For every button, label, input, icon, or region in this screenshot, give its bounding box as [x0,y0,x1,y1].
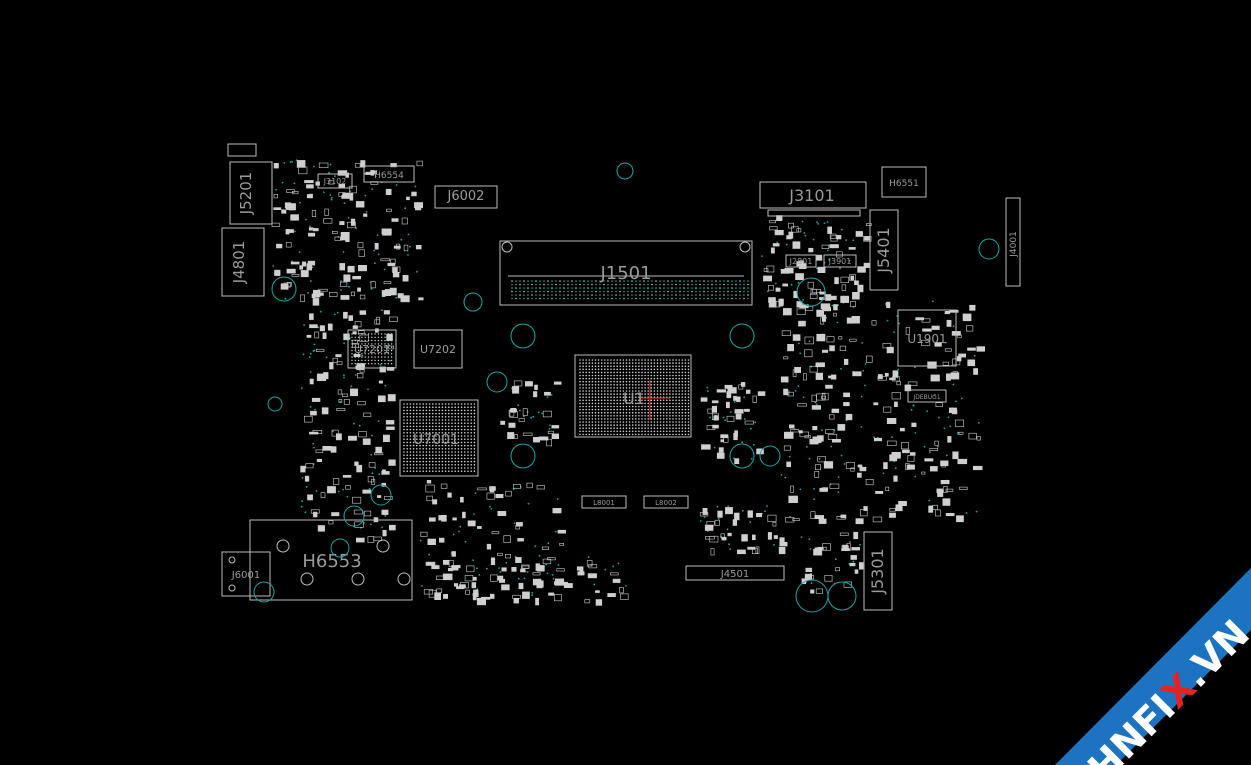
component-u7201[interactable]: U7201 [347,329,397,369]
j5301-label: J5301 [868,548,887,594]
j6001-label: J6001 [231,570,260,581]
u7202-label: U7202 [420,343,456,356]
j3101-label: J3101 [788,186,834,205]
u7001-label: U7001 [413,432,459,448]
l8002-label: L8002 [655,499,677,507]
component-j4801[interactable]: J4801 [221,227,265,297]
component-j4001[interactable]: J4001 [1005,197,1021,287]
h6554-label: H6554 [374,171,404,181]
mounting-holes [253,162,1000,613]
smd-pad-field [271,160,985,606]
component-j6001[interactable]: J6001 [221,551,271,597]
component-j3102[interactable]: J3102 [317,173,353,189]
h6553-label: H6553 [302,551,361,572]
component-j5201[interactable]: J5201 [229,161,273,225]
component-u7001[interactable]: U7001 [399,399,479,477]
j5201-label: J5201 [237,172,255,216]
u1901-label: U1901 [907,332,946,346]
component-u7202[interactable]: U7202 [413,329,463,369]
component-j6002[interactable]: J6002 [434,185,498,209]
u7201-ball-grid [351,333,393,365]
u7001-ball-grid [403,403,476,473]
j4501-label: J4501 [720,569,749,580]
component-h6551[interactable]: H6551 [881,166,927,198]
component-j3901[interactable]: J3901 [823,254,857,268]
component-h6552[interactable] [227,143,257,157]
j4001-label: J4001 [1009,231,1019,258]
j6002-label: J6002 [447,189,485,204]
component-j5401[interactable]: J5401 [869,209,899,291]
u1-ball-grid [579,359,690,436]
component-h6554[interactable]: H6554 [363,165,415,183]
component-j2801[interactable]: J2801 [785,254,817,268]
component-h6553[interactable]: H6553 [249,519,413,601]
component-u1901[interactable]: U1901 [897,309,957,367]
j4801-label: J4801 [230,241,248,285]
l8001-label: L8001 [593,499,615,507]
component-u1[interactable]: U1 [574,354,692,438]
h6551-label: H6551 [889,179,919,189]
u7201-label: U7201 [354,343,390,356]
component-j1501[interactable]: J1501 [499,240,753,306]
j5401-label: J5401 [874,227,893,273]
component-l8001[interactable]: L8001 [581,495,627,509]
j3901-label: J3901 [828,257,852,266]
component-jdebug1[interactable]: JDEBUG1 [907,389,947,403]
u1-label: U1 [623,389,645,408]
component-j3101[interactable]: J3101 [759,181,867,217]
jdebug1-label: JDEBUG1 [912,394,940,401]
component-l8002[interactable]: L8002 [643,495,689,509]
via-field [272,159,980,596]
j1501-label: J1501 [599,263,651,284]
component-j4501[interactable]: J4501 [685,565,785,581]
component-j5301[interactable]: J5301 [863,531,893,611]
j3102-label: J3102 [323,177,347,186]
j2801-label: J2801 [789,257,813,266]
